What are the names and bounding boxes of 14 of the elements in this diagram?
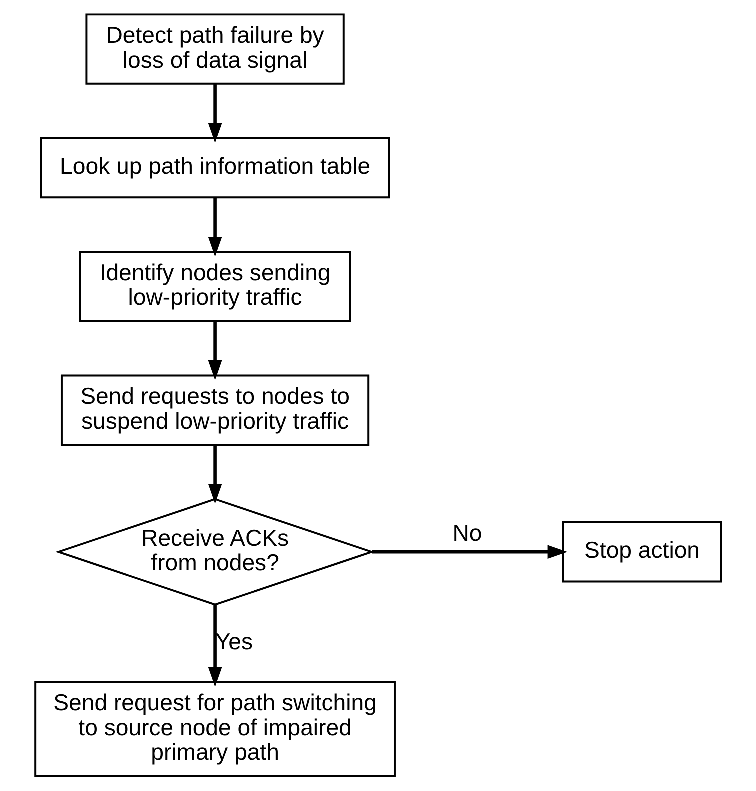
node-box: Look up path information table: [40, 137, 390, 199]
arrow: [372, 545, 568, 560]
arrow: [208, 605, 222, 688]
node-box: Detect path failure by loss of data signal: [85, 14, 344, 85]
edge-label: No: [452, 520, 482, 546]
arrow: [208, 322, 222, 380]
arrow: [208, 198, 222, 257]
arrow: [208, 84, 222, 144]
node-diamond: Receive ACKs from nodes?: [55, 498, 374, 606]
node-box: Send request for path switching to source node of impaired primary path: [34, 681, 396, 778]
node-box: Stop action: [562, 521, 722, 583]
arrow: [208, 446, 222, 504]
node-box: Send requests to nodes to suspend low-priority traffic: [60, 374, 370, 446]
node-box: Identify nodes sending low-priority traffic: [78, 251, 351, 322]
